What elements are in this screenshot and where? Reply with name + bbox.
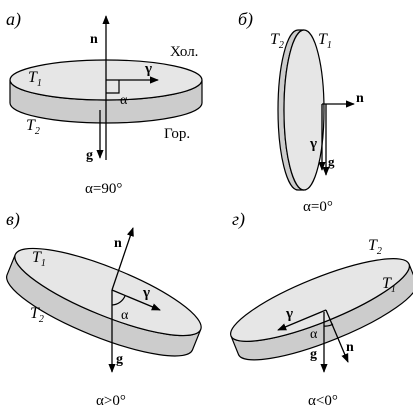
panel-b-disk-face xyxy=(283,29,325,191)
panel-a-hot-label: Гор. xyxy=(164,126,190,142)
panel-c: в) n γ α g T1 T2 α>0° xyxy=(6,209,202,409)
panel-a-n-label: n xyxy=(90,32,98,47)
panel-b-t2-label: T2 xyxy=(270,31,284,51)
panel-b-caption: α=0° xyxy=(303,199,333,215)
panel-d-caption: α<0° xyxy=(308,393,338,409)
panel-b-letter: б) xyxy=(238,9,253,30)
panel-c-disk-top xyxy=(14,247,202,337)
panel-c-alpha-label: α xyxy=(121,308,129,323)
panel-c-t2-label: T2 xyxy=(30,305,44,325)
panel-c-t1-label: T1 xyxy=(32,249,46,269)
panel-a-gamma-label: γ xyxy=(144,61,152,77)
panel-b-t1-label: T1 xyxy=(318,31,332,51)
panel-c-n-arrow xyxy=(111,227,134,291)
panel-c-gamma-label: γ xyxy=(142,285,150,301)
panel-a-caption: α=90° xyxy=(85,181,122,197)
panel-d-gamma-arrow xyxy=(277,309,327,331)
panel-d-t2-label: T2 xyxy=(368,237,382,257)
panel-d-letter: г) xyxy=(232,209,245,230)
panel-a-right-angle xyxy=(106,80,120,94)
panel-c-gamma-arrow xyxy=(111,289,161,311)
panel-a-letter: а) xyxy=(6,9,21,30)
panel-d-disk-top xyxy=(230,258,410,342)
panel-c-letter: в) xyxy=(6,209,20,230)
panel-d-n-label: n xyxy=(346,340,354,355)
panel-a-t2-label: T2 xyxy=(26,117,40,137)
panel-a-cold-label: Хол. xyxy=(170,44,198,60)
panel-b: б) n γ g T2 T1 α=0° xyxy=(238,9,364,215)
panel-c-g-label: g xyxy=(116,352,123,367)
panel-d-n-arrow xyxy=(325,309,349,363)
panel-a-g-label: g xyxy=(86,148,93,163)
panel-c-angle-arc xyxy=(111,295,126,306)
panel-d-t1-label: T1 xyxy=(382,275,396,295)
panel-d-alpha-label: α xyxy=(310,327,318,342)
panel-a-t1-label: T1 xyxy=(28,69,42,89)
panel-d: г) n γ α g T2 T1 α<0° xyxy=(230,209,413,409)
panel-c-caption: α>0° xyxy=(96,393,126,409)
panel-c-n-label: n xyxy=(114,236,122,251)
panel-b-n-label: n xyxy=(356,91,364,106)
panel-a-alpha-label: α xyxy=(120,93,128,108)
panel-d-gamma-label: γ xyxy=(285,306,293,322)
panel-b-gamma-label: γ xyxy=(309,136,317,152)
panel-d-angle-arc xyxy=(323,323,334,327)
panel-b-g-label: g xyxy=(328,154,335,169)
panel-d-g-label: g xyxy=(310,347,317,362)
panel-a: а) n γ α g T1 T2 Хол. Гор. α=90° xyxy=(6,9,203,197)
